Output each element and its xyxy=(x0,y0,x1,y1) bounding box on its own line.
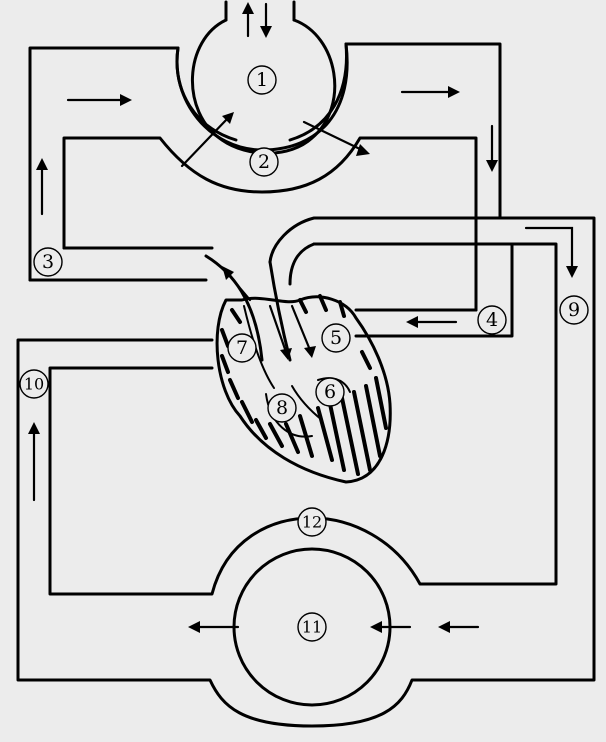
tissue-out-arrow xyxy=(188,621,240,633)
heart-outline xyxy=(215,295,392,484)
svg-text:3: 3 xyxy=(42,251,54,273)
svg-text:5: 5 xyxy=(330,327,342,349)
svg-text:2: 2 xyxy=(258,151,270,173)
heart-inner-down-arrow-right xyxy=(290,304,316,358)
label-10: 10 xyxy=(19,369,49,399)
svg-text:8: 8 xyxy=(276,397,288,419)
ventricle-wall-hatch xyxy=(220,294,388,476)
flow-arrows xyxy=(28,2,578,633)
labels: 1 2 3 4 5 6 7 8 xyxy=(19,65,589,642)
svg-text:11: 11 xyxy=(302,618,322,637)
aorta-bent-arrow xyxy=(524,226,578,278)
label-11: 11 xyxy=(297,612,327,642)
label-8: 8 xyxy=(267,393,297,423)
label-1: 1 xyxy=(247,65,277,95)
svg-text:12: 12 xyxy=(302,513,322,532)
label-12: 12 xyxy=(297,507,327,537)
svg-text:10: 10 xyxy=(24,375,44,394)
svg-text:9: 9 xyxy=(568,299,580,321)
svg-text:6: 6 xyxy=(324,381,336,403)
tissue-in-arrow xyxy=(370,621,412,633)
label-5: 5 xyxy=(321,323,351,353)
heart xyxy=(204,254,392,484)
pulmonary-up-arrow xyxy=(36,158,48,216)
pulmonary-right-arrow-left xyxy=(66,94,132,106)
svg-text:7: 7 xyxy=(236,337,248,359)
gas-exchange-in-arrow xyxy=(180,112,234,168)
systemic-up-arrow xyxy=(28,422,40,502)
left-ventricle-wall xyxy=(265,393,313,438)
label-7: 7 xyxy=(227,333,257,363)
systemic-inner-vessel xyxy=(48,242,558,596)
label-2: 2 xyxy=(249,147,279,177)
pulmonary-artery-upper xyxy=(268,216,502,264)
aorta-right xyxy=(354,242,514,338)
systemic-outer-vessel xyxy=(16,216,596,728)
capillary-wall-inner xyxy=(288,42,349,142)
vena-cava-left-arrow xyxy=(406,316,458,328)
systemic-circuit xyxy=(16,216,596,728)
great-vessel-right xyxy=(268,260,292,362)
gas-exchange-out-arrow xyxy=(302,120,370,156)
pulmonary-right-arrow-right xyxy=(400,86,460,98)
label-4: 4 xyxy=(477,305,507,335)
septum xyxy=(291,385,323,421)
svg-text:1: 1 xyxy=(256,69,268,91)
svg-text:4: 4 xyxy=(486,309,498,331)
left-atrium-wall xyxy=(243,305,275,389)
airway-down-arrow xyxy=(260,2,272,38)
pulmonary-inner-vessel xyxy=(62,136,478,312)
capillary-wall-outer xyxy=(175,46,238,142)
airway-up-arrow xyxy=(242,2,254,38)
systemic-return-arrow xyxy=(438,621,480,633)
label-9: 9 xyxy=(559,295,589,325)
heart-inner-down-arrow-left xyxy=(268,304,292,360)
aorta-top xyxy=(288,242,316,286)
heart-upper-arrow xyxy=(222,266,252,302)
pulmonary-down-arrow xyxy=(486,124,498,172)
label-6: 6 xyxy=(315,377,345,407)
label-3: 3 xyxy=(33,247,63,277)
